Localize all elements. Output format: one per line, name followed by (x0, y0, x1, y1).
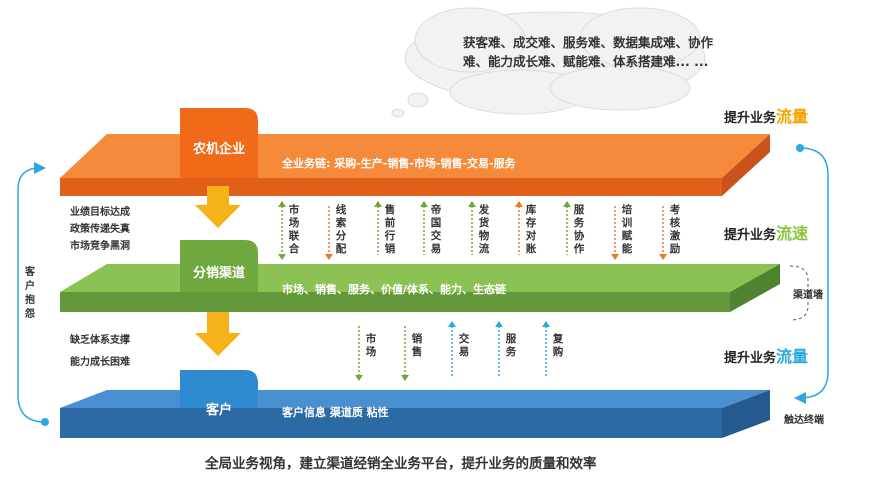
flow-label: 交易 (458, 333, 470, 358)
footer-caption: 全局业务视角，建立渠道经销全业务平台，提升业务的质量和效率 (205, 456, 597, 472)
flow-label: 培训赋能 (621, 204, 633, 255)
flow-label: 帝国交易 (430, 204, 442, 255)
flow-label: 销售 (411, 333, 423, 358)
thought-cloud (391, 7, 706, 118)
flow-label: 发货物流 (478, 204, 490, 255)
enterprise-band-text: 全业务链: 采购-生产-销售-市场-销售-交易-服务 (282, 157, 516, 170)
yellow-down-arrow-2 (195, 312, 241, 356)
top-flow-arrows (278, 201, 667, 260)
flow-label: 售前行销 (384, 204, 396, 255)
flow-label: 库存对账 (525, 204, 537, 255)
flow-label: 服务 (505, 333, 517, 358)
note-item: 市场竞争黑洞 (70, 241, 130, 252)
note-item: 业绩目标达成 (70, 207, 130, 218)
bottom-flow-arrows (355, 321, 550, 381)
pain-points-text: 获客难、成交难、服务难、数据集成难、协作难、能力成长难、赋能难、体系搭建难...… (463, 35, 714, 69)
yellow-down-arrow-1 (195, 186, 241, 228)
channel-band (60, 240, 780, 312)
flow-label: 考核激励 (669, 204, 681, 255)
flow-label: 复购 (552, 333, 564, 358)
note-item: 能力成长困难 (70, 357, 130, 368)
enterprise-band (60, 108, 770, 196)
reach-terminal-label: 触达终端 (784, 415, 824, 426)
metric-bottom: 提升业务流量 (724, 347, 809, 366)
left-notes-bottom: 缺乏体系支撑 能力成长困难 (70, 330, 130, 374)
customer-label: 客户 (205, 403, 232, 418)
loop-left-label: 客户抱怨 (25, 267, 35, 320)
enterprise-label: 农机企业 (192, 142, 245, 157)
channel-band-text: 市场、销售、服务、价值/体系、能力、生态链 (282, 283, 507, 296)
loop-left-line (17, 162, 46, 423)
flow-label: 市场联合 (288, 204, 300, 255)
metric-middle: 提升业务流速 (724, 224, 809, 243)
metric-top: 提升业务流量 (724, 107, 809, 126)
flow-label: 线索分配 (335, 204, 347, 255)
customer-band (60, 370, 770, 438)
flow-label: 市场 (365, 333, 377, 358)
channel-wall-label: 渠道墙 (793, 290, 823, 301)
note-item: 政策传递失真 (70, 224, 130, 235)
customer-band-text: 客户信息 渠道质 粘性 (282, 406, 389, 419)
note-item: 缺乏体系支撑 (70, 335, 130, 346)
channel-label: 分销渠道 (192, 266, 245, 281)
left-notes-top: 业绩目标达成 政策传递失真 市场竞争黑洞 (70, 204, 130, 255)
flow-label: 服务协作 (573, 204, 585, 255)
channel-wall-bracket (789, 265, 809, 321)
loop-right-line (794, 147, 829, 404)
